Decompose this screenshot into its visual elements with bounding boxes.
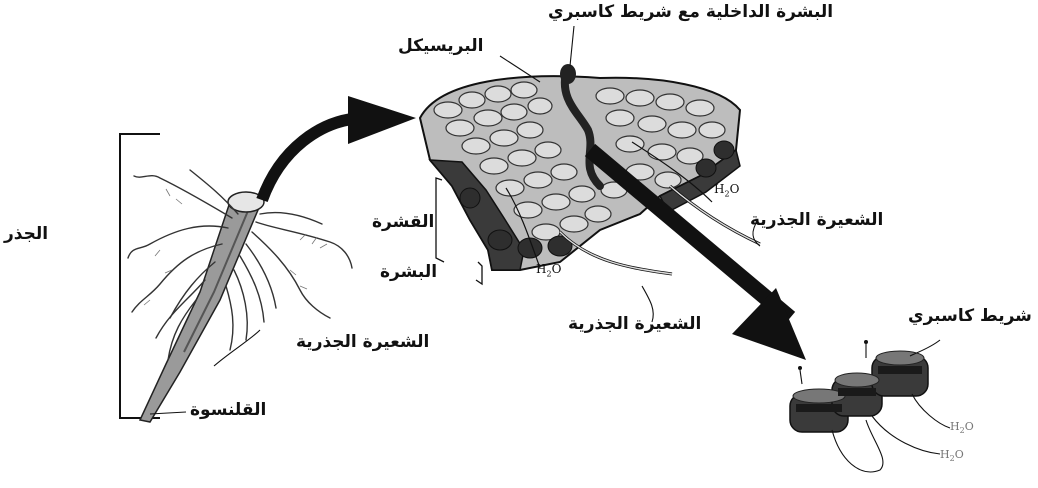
endodermis-casparian-label: البشرة الداخلية مع شريط كاسبري [548, 2, 833, 22]
pericycle-label: البريسيكل [398, 36, 483, 56]
casparian-strip-cells [790, 340, 950, 472]
cortex-label: القشرة [372, 212, 434, 232]
root-label: الجذر [4, 224, 48, 244]
water-formula-strip-upper: H2O [950, 420, 974, 435]
water-formula-center: H2O [536, 262, 561, 278]
root-drawing [128, 170, 352, 422]
root-hair-label-left: الشعيرة الجذرية [296, 332, 429, 352]
water-formula-strip-lower: H2O [940, 448, 964, 463]
arrow-to-cross-section [262, 96, 416, 200]
root-hair-label-center: الشعيرة الجذرية [568, 314, 701, 334]
epidermis-label: البشرة [380, 262, 437, 282]
root-cap-label: القلنسوة [190, 400, 266, 420]
water-formula-right: H2O [714, 182, 739, 198]
root-hair-label-right: الشعيرة الجذرية [750, 210, 883, 230]
casparian-strip-label: شريط كاسبري [908, 306, 1032, 326]
